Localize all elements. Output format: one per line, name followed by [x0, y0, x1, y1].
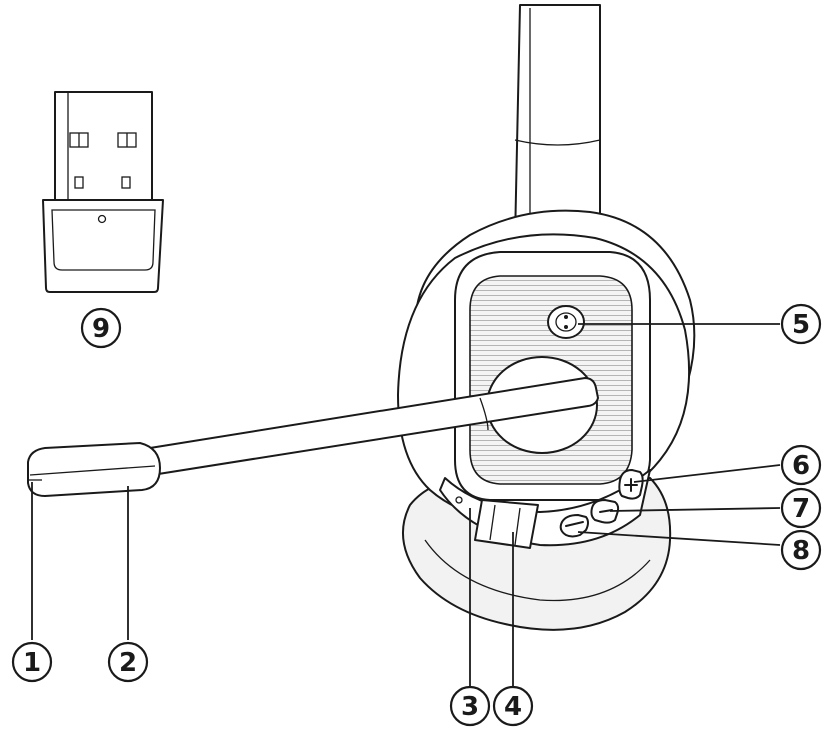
dongle-led [97, 214, 107, 224]
usb-dongle [42, 91, 164, 293]
boom-arm [149, 377, 599, 476]
status-led [455, 496, 463, 504]
mute-button[interactable] [559, 514, 589, 538]
callout-3-label: 3 [461, 692, 479, 722]
callout-7: 7 [780, 487, 822, 529]
callout-5: 5 [780, 303, 822, 345]
callout-7-label: 7 [792, 494, 810, 524]
volume-up-button[interactable] [618, 469, 644, 500]
callout-9-label: 9 [92, 314, 110, 344]
mic-head[interactable] [27, 442, 161, 497]
usb-port [474, 499, 539, 549]
callout-6-label: 6 [792, 451, 810, 481]
callout-3: 3 [449, 685, 491, 727]
usb-contact-slots [69, 132, 137, 189]
callout-8: 8 [780, 529, 822, 571]
callout-5-label: 5 [792, 310, 810, 340]
leader-lines [31, 323, 781, 686]
dongle-body [42, 199, 164, 293]
power-button[interactable] [547, 305, 585, 339]
callout-8-label: 8 [792, 536, 810, 566]
callout-4-label: 4 [504, 692, 522, 722]
callout-6: 6 [780, 444, 822, 486]
microphone-boom [27, 377, 599, 497]
callout-9: 9 [80, 307, 122, 349]
callout-2-label: 2 [119, 648, 137, 678]
callout-2: 2 [107, 641, 149, 683]
callout-1-label: 1 [23, 648, 41, 678]
callout-4: 4 [492, 685, 534, 727]
callout-1: 1 [11, 641, 53, 683]
